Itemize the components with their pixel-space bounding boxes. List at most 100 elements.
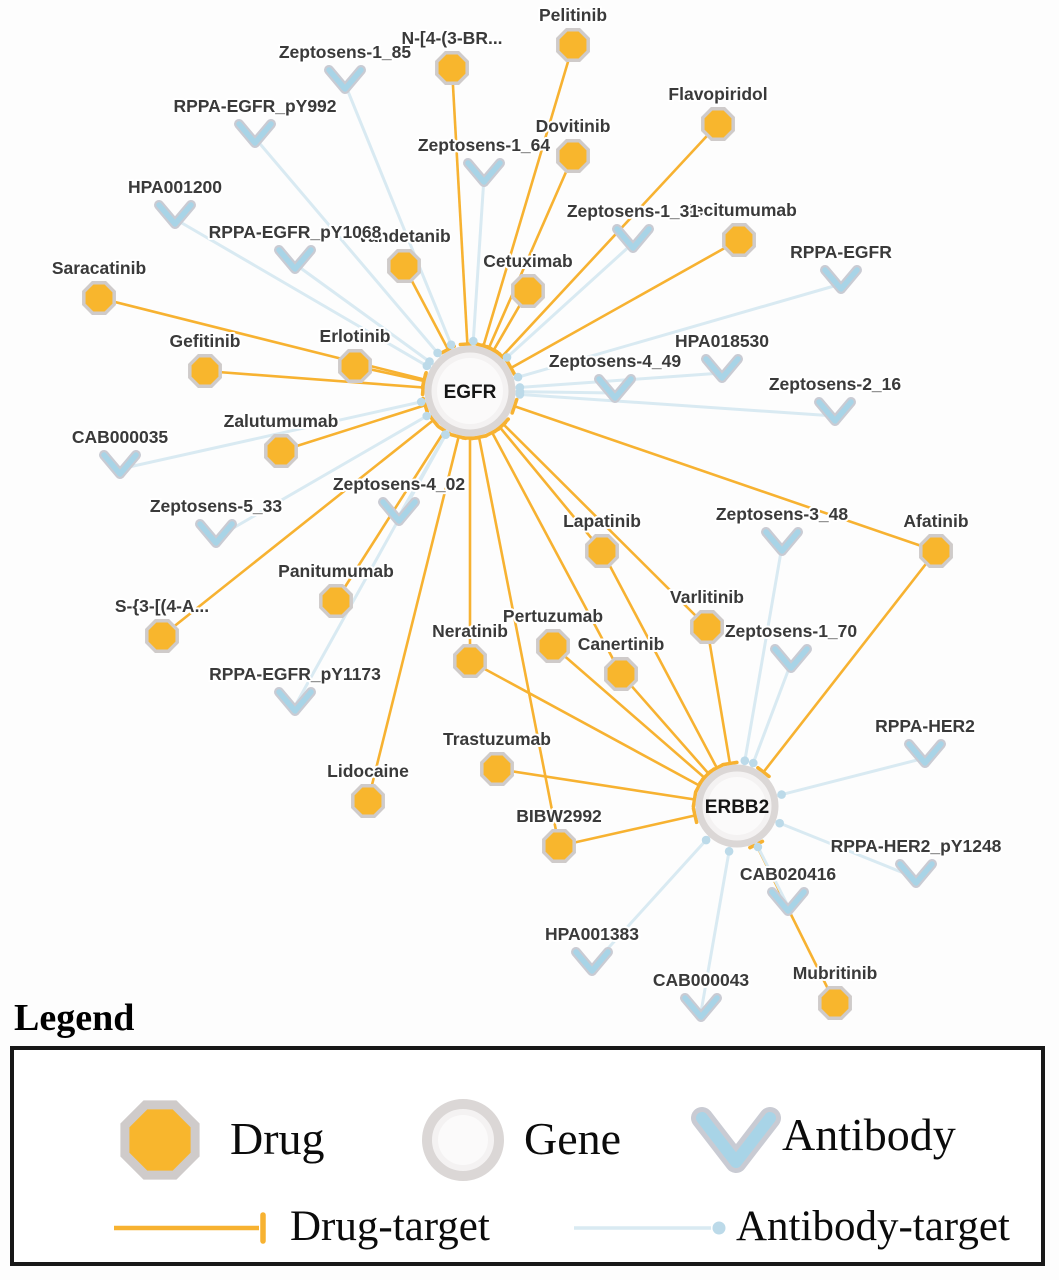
antibody-label-rppa_her2: RPPA-HER2	[875, 716, 975, 736]
antibody-node-fill-zeptosens_2_16	[816, 399, 854, 424]
antibody-node-fill-cab020416	[769, 889, 807, 914]
legend: Drug Gene Antibody Drug-target Antibody-…	[10, 1046, 1045, 1266]
antibody-label-zeptosens_1_31: Zeptosens-1_31	[567, 201, 700, 221]
antibody-target-edge	[469, 389, 836, 418]
antibody-node-fill-rppa_egfr_py1173	[276, 689, 314, 714]
drug-node-pertuzumab[interactable]	[536, 629, 570, 663]
drug-target-edge	[468, 390, 623, 675]
antibody-label-zeptosens_1_70: Zeptosens-1_70	[725, 621, 858, 641]
antibody-node-fill-rppa_egfr_py992	[236, 121, 274, 146]
drug-node-afatinib[interactable]	[919, 534, 953, 568]
antibody-label-hpa001383: HPA001383	[545, 924, 639, 944]
drug-node-n4_3br[interactable]	[435, 51, 469, 85]
antibody-target-edge	[469, 282, 842, 393]
drug-label-varlitinib: Varlitinib	[670, 587, 744, 607]
drug-target-edge	[469, 389, 937, 553]
drug-label-necitumumab: Necitumumab	[681, 200, 797, 220]
drug-icon	[120, 1100, 200, 1180]
drug-target-edge-tee	[698, 770, 711, 785]
drug-node-bibw2992[interactable]	[542, 829, 576, 863]
drug-node-vandetanib[interactable]	[387, 249, 421, 283]
drug-label-lidocaine: Lidocaine	[327, 761, 409, 781]
antibody-target-edge	[119, 389, 471, 471]
antibody-node-fill-zeptosens_3_48	[763, 529, 801, 554]
drug-target-edge-tee	[505, 360, 517, 376]
drug-target-edge-tee	[420, 372, 428, 390]
antibody-node-fill-cab000035	[101, 452, 139, 477]
antibody-label-rppa_egfr: RPPA-EGFR	[790, 242, 892, 262]
drug-target-edge-tee	[691, 790, 698, 809]
antibody-target-edge-dot	[749, 758, 758, 768]
antibody-target-edge-dot	[422, 411, 432, 421]
drug-node-flavopiridol[interactable]	[701, 107, 735, 141]
drug-label-pelitinib: Pelitinib	[539, 5, 607, 25]
drug-node-canertinib[interactable]	[604, 657, 638, 691]
drug-node-pelitinib[interactable]	[556, 28, 590, 62]
drug-target-edge	[450, 67, 472, 392]
antibody-target-edge-dot	[446, 340, 456, 350]
gene-label-egfr: EGFR	[444, 382, 497, 403]
drug-label-panitumumab: Panitumumab	[278, 561, 394, 581]
antibody-target-edge-dot	[502, 353, 512, 362]
gene-node-inner-egfr	[437, 358, 503, 424]
drug-target-edge	[469, 659, 738, 808]
legend-antibody-target-label: Antibody-target	[736, 1203, 1010, 1250]
drug-target-edge-tee	[721, 760, 739, 767]
antibody-label-zeptosens_1_64: Zeptosens-1_64	[418, 135, 551, 155]
drug-target-edge	[98, 296, 471, 393]
drug-node-gefitinib[interactable]	[188, 354, 222, 388]
drug-node-dovitinib[interactable]	[556, 139, 590, 173]
antibody-node-fill-hpa018530	[703, 356, 741, 381]
drug-target-edge	[468, 44, 575, 392]
label-layer: EGFRERBB2PelitinibN-[4-(3-BR...Flavopiri…	[50, 3, 1004, 992]
antibody-target-edge-dot	[513, 372, 523, 382]
antibody-node-fill-rppa_her2_py1248	[897, 861, 935, 886]
legend-title: Legend	[14, 997, 135, 1039]
antibody-node-fill-hpa001383	[573, 949, 611, 974]
drug-node-necitumumab[interactable]	[722, 223, 756, 257]
antibody-label-rppa_her2_py1248: RPPA-HER2_pY1248	[831, 836, 1002, 856]
drug-node-mubritinib[interactable]	[818, 986, 852, 1020]
drug-label-trastuzumab: Trastuzumab	[443, 729, 551, 749]
drug-label-saracatinib: Saracatinib	[52, 258, 146, 278]
drug-node-trastuzumab[interactable]	[480, 752, 514, 786]
antibody-target-edge-dot	[469, 336, 478, 346]
antibody-node-fill-zeptosens_1_64	[465, 160, 503, 185]
drug-node-s3_4a[interactable]	[145, 619, 179, 653]
drug-node-lapatinib[interactable]	[585, 534, 619, 568]
drug-target-edge-icon	[114, 1212, 266, 1244]
antibody-target-edge-icon	[574, 1221, 726, 1235]
antibody-target-edge-dot	[441, 430, 451, 440]
antibody-label-cab020416: CAB020416	[740, 864, 837, 884]
drug-node-saracatinib[interactable]	[82, 281, 116, 315]
drug-target-edge	[366, 390, 472, 802]
drug-target-edge	[468, 390, 561, 847]
drug-node-neratinib[interactable]	[453, 644, 487, 678]
drug-target-edge	[735, 550, 938, 807]
antibody-target-edge-dot	[433, 348, 442, 358]
drug-target-edge-tee	[484, 427, 501, 438]
drug-node-panitumumab[interactable]	[319, 584, 353, 618]
antibody-label-zeptosens_2_16: Zeptosens-2_16	[769, 374, 902, 394]
antibody-target-edge	[253, 137, 472, 392]
antibody-node-fill-rppa_egfr	[822, 267, 860, 292]
antibody-node-fill-zeptosens_1_31	[614, 226, 652, 251]
drug-target-edge	[161, 389, 471, 638]
antibody-target-edge	[293, 390, 472, 707]
antibody-node-fill-zeptosens_1_85	[326, 67, 364, 92]
gene-icon	[422, 1099, 504, 1181]
drug-node-zalutumumab[interactable]	[264, 434, 298, 468]
antibody-node-fill-zeptosens_1_70	[772, 646, 810, 671]
drug-node-cetuximab[interactable]	[511, 274, 545, 308]
drug-label-lapatinib: Lapatinib	[563, 511, 641, 531]
antibody-target-edge	[343, 83, 472, 392]
antibody-target-edge-dot	[416, 397, 426, 407]
drug-node-varlitinib[interactable]	[690, 610, 724, 644]
drug-label-erlotinib: Erlotinib	[320, 326, 391, 346]
drug-target-edge	[469, 390, 708, 628]
drug-node-erlotinib[interactable]	[338, 349, 372, 383]
drug-node-lidocaine[interactable]	[351, 784, 385, 818]
antibody-target-edge-dot	[753, 842, 763, 852]
